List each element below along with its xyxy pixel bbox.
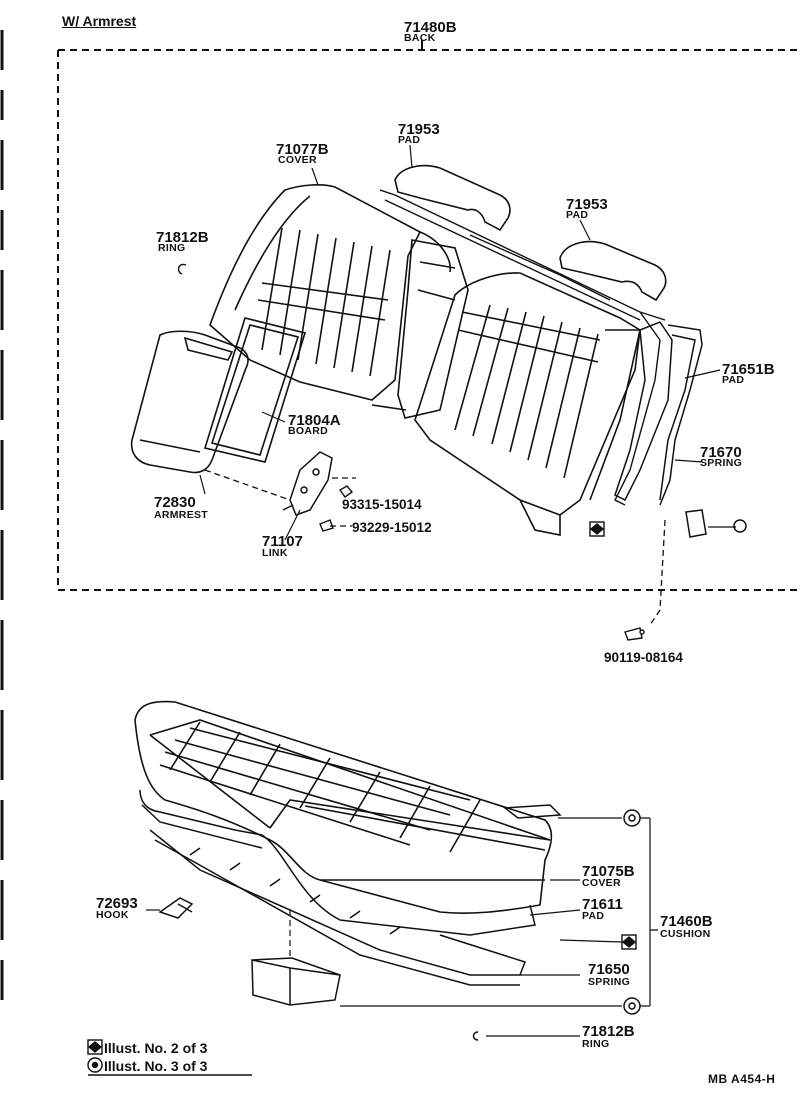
bolts bbox=[319, 485, 645, 641]
label-spring-top-no: 71670 bbox=[700, 444, 742, 461]
label-pad3-no: 71651B bbox=[722, 361, 775, 378]
label-pad1-no: 71953 bbox=[398, 121, 440, 138]
label-cover-no: 71077B bbox=[276, 141, 329, 158]
label-back-no: 71480B bbox=[404, 19, 457, 36]
label-cover-name: COVER bbox=[278, 154, 317, 166]
diagram-code: MB A454-H bbox=[708, 1072, 776, 1086]
label-bolt3: 90119-08164 bbox=[604, 650, 683, 665]
label-pad3-name: PAD bbox=[722, 374, 745, 386]
clip-part bbox=[685, 509, 747, 538]
spring-71670 bbox=[659, 324, 703, 506]
label-ring2-name: RING bbox=[582, 1038, 610, 1050]
center-panel bbox=[371, 239, 469, 419]
label-pad2-name: PAD bbox=[566, 209, 589, 221]
label-cushion-no: 71460B bbox=[660, 913, 713, 930]
label-cover2-name: COVER bbox=[582, 877, 621, 889]
board-71804a bbox=[203, 317, 307, 463]
label-board-no: 71804A bbox=[288, 412, 341, 429]
ring-71812b-icon bbox=[177, 263, 187, 275]
pad-71651b bbox=[614, 321, 673, 502]
label-board-name: BOARD bbox=[288, 425, 328, 437]
label-bolt2: 93229-15012 bbox=[352, 520, 432, 535]
label-ring2-no: 71812B bbox=[582, 1023, 635, 1040]
label-armrest-name: ARMREST bbox=[154, 509, 209, 521]
label-ring-top-no: 71812B bbox=[156, 229, 209, 246]
rings-bottom bbox=[472, 809, 641, 1041]
legend-item-diamond: Illust. No. 2 of 3 bbox=[104, 1040, 208, 1056]
label-hook-no: 72693 bbox=[96, 895, 138, 912]
label-link-no: 71107 bbox=[262, 533, 303, 550]
label-link-name: LINK bbox=[262, 547, 288, 559]
pad-71953-right bbox=[559, 240, 667, 302]
label-back-name: BACK bbox=[404, 32, 436, 44]
leader-lines-solid bbox=[199, 144, 736, 541]
armrest-72830 bbox=[130, 330, 249, 474]
label-armrest-no: 72830 bbox=[154, 494, 196, 511]
seat-cushion bbox=[134, 700, 553, 914]
page-title: W/ Armrest bbox=[62, 13, 137, 29]
label-pad4-name: PAD bbox=[582, 910, 605, 922]
label-pad1-name: PAD bbox=[398, 134, 421, 146]
legend-symbols bbox=[87, 1039, 252, 1076]
seat-back-right bbox=[414, 272, 641, 536]
label-pad4-no: 71611 bbox=[582, 896, 623, 913]
label-ring-top-name: RING bbox=[158, 242, 186, 254]
seat-back-frame bbox=[379, 189, 666, 506]
pad-71953-left bbox=[394, 164, 511, 232]
cushion-spring bbox=[149, 829, 526, 986]
label-spring2-name: SPRING bbox=[588, 976, 631, 988]
back-assembly-boundary bbox=[57, 40, 798, 591]
label-pad2-no: 71953 bbox=[566, 196, 608, 213]
legend-item-ring: Illust. No. 3 of 3 bbox=[104, 1058, 208, 1074]
cushion-parts bbox=[158, 804, 562, 1006]
label-bolt1: 93315-15014 bbox=[342, 497, 422, 512]
cushion-pad bbox=[139, 789, 536, 936]
label-spring-top-name: SPRING bbox=[700, 457, 743, 469]
leader-lines-top bbox=[204, 469, 666, 626]
label-cushion-name: CUSHION bbox=[660, 928, 711, 940]
label-hook-name: HOOK bbox=[96, 909, 129, 921]
link-71107 bbox=[282, 451, 333, 516]
label-spring2-no: 71650 bbox=[588, 961, 630, 978]
label-cover2-no: 71075B bbox=[582, 863, 635, 880]
leader-lines-bottom bbox=[146, 817, 658, 1037]
